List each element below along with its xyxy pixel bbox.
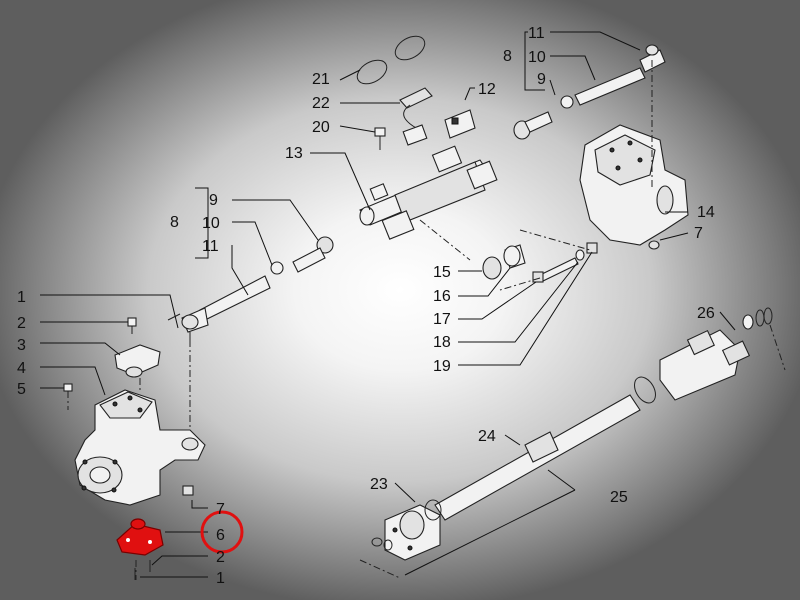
steering-cylinder[interactable]: [359, 145, 498, 240]
callout-26[interactable]: 26: [697, 305, 715, 322]
kingpin-cap[interactable]: [114, 313, 181, 378]
callout-24[interactable]: 24: [478, 428, 496, 445]
callout-8-lower[interactable]: 8: [170, 214, 179, 231]
callout-17[interactable]: 17: [433, 311, 451, 328]
bushing[interactable]: [482, 244, 526, 280]
callout-1[interactable]: 1: [17, 289, 26, 306]
callout-10-lower[interactable]: 10: [202, 215, 220, 232]
callout-18[interactable]: 18: [433, 334, 451, 351]
shaft-housing[interactable]: [659, 307, 773, 401]
callout-16[interactable]: 16: [433, 288, 451, 305]
lower-bolts[interactable]: [134, 560, 151, 580]
tie-rod-lower[interactable]: [181, 236, 334, 340]
callout-7-upper[interactable]: 7: [694, 225, 703, 242]
highlight-circle: [200, 510, 244, 554]
leader-lines: [40, 31, 736, 578]
snap-rings[interactable]: [353, 31, 429, 88]
callout-12[interactable]: 12: [478, 81, 496, 98]
assembly-axes: [135, 60, 786, 580]
callout-11-upper[interactable]: 11: [528, 25, 545, 42]
drive-shaft[interactable]: [434, 373, 660, 521]
nut-lower[interactable]: [182, 485, 194, 496]
callout-11-lower[interactable]: 11: [202, 238, 219, 255]
callout-3[interactable]: 3: [17, 337, 26, 354]
callout-labels: 1 2 3 4 5 21 22 20 13 12 8 11 10 9 14 7 …: [17, 25, 715, 587]
callout-9-upper[interactable]: 9: [537, 71, 546, 88]
callout-14[interactable]: 14: [697, 204, 715, 221]
callout-7-lower[interactable]: 7: [216, 501, 225, 518]
shaft-support-23[interactable]: [371, 499, 442, 561]
callout-4[interactable]: 4: [17, 360, 26, 377]
callout-20[interactable]: 20: [312, 119, 330, 136]
callout-9-lower[interactable]: 9: [209, 192, 218, 209]
callout-23[interactable]: 23: [370, 476, 388, 493]
callout-19[interactable]: 19: [433, 358, 451, 375]
screw[interactable]: [63, 383, 73, 410]
callout-13[interactable]: 13: [285, 145, 303, 162]
callout-15[interactable]: 15: [433, 264, 451, 281]
callout-8-upper[interactable]: 8: [503, 48, 512, 65]
axle-housing[interactable]: [579, 124, 689, 250]
callout-21[interactable]: 21: [312, 71, 330, 88]
steering-knuckle[interactable]: [74, 389, 206, 506]
bolt-nut-set[interactable]: [532, 242, 598, 283]
callout-2[interactable]: 2: [17, 315, 26, 332]
bolt[interactable]: [374, 127, 386, 150]
callout-6-selected[interactable]: 6: [216, 527, 225, 544]
callout-1-lower[interactable]: 1: [216, 570, 225, 587]
lower-kingpin-cap-highlighted[interactable]: [116, 518, 164, 556]
tie-rod-upper[interactable]: [513, 44, 666, 140]
callout-22[interactable]: 22: [312, 95, 330, 112]
bracket[interactable]: [444, 109, 476, 139]
callout-25[interactable]: 25: [610, 489, 628, 506]
callout-2-lower[interactable]: 2: [216, 549, 225, 566]
sensor[interactable]: [399, 87, 433, 146]
callout-5[interactable]: 5: [17, 381, 26, 398]
callout-10-upper[interactable]: 10: [528, 49, 546, 66]
